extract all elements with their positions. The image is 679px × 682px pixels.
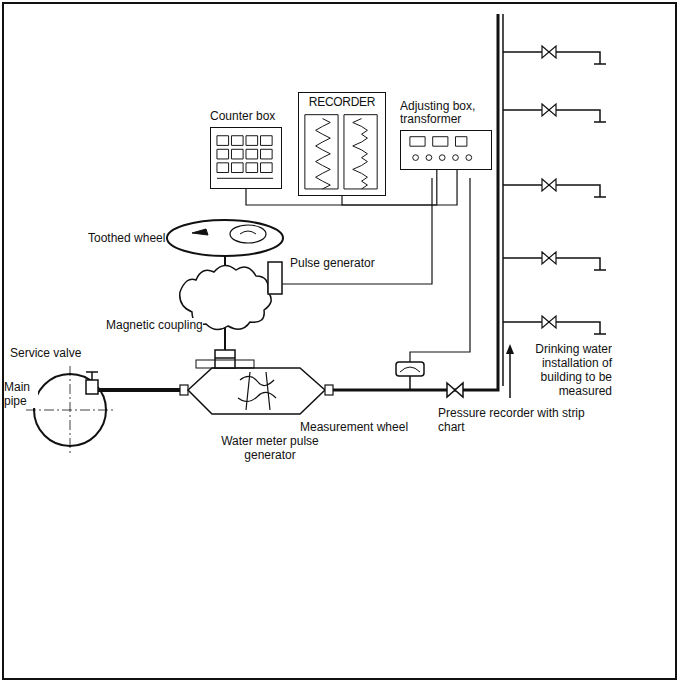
box-detail: [401, 131, 491, 169]
flow-arrow: [506, 344, 514, 398]
part-label: Pulse generator: [290, 256, 375, 270]
box-label: Adjusting box, transformer: [400, 100, 510, 126]
part-label: Drinking water installation of building …: [516, 342, 612, 398]
instrument-box: Counter box: [210, 110, 282, 189]
box-outline: [210, 127, 282, 189]
stop-valve: [447, 383, 463, 397]
branch-valve: [542, 104, 556, 116]
branch-valve: [542, 179, 556, 191]
toothed-wheel: [167, 220, 283, 256]
part-label: Water meter pulse generator: [200, 434, 340, 462]
service-pipe: [98, 388, 182, 392]
box-outline: RECORDER: [298, 92, 386, 196]
part-label: Toothed wheel: [88, 231, 165, 245]
outer-frame: [3, 3, 676, 679]
instrument-box: RECORDER: [298, 92, 386, 196]
box-outline: [400, 130, 492, 170]
part-label: Measurement wheel: [300, 420, 408, 434]
part-label: Service valve: [10, 346, 81, 360]
box-detail: [211, 128, 281, 188]
water-meter: [188, 368, 325, 414]
outlet-pipe: [333, 14, 503, 390]
branch-valve: [542, 252, 556, 264]
part-label: Pressure recorder with strip chart: [438, 406, 610, 434]
instrument-box: Adjusting box, transformer: [400, 100, 510, 170]
magnetic-coupling: [196, 350, 254, 368]
branch-pipes: [503, 46, 606, 334]
part-label: Main pipe: [4, 380, 38, 408]
pressure-recorder: [396, 362, 424, 390]
part-label: Magnetic coupling: [106, 318, 203, 332]
pulse-generator: [268, 262, 282, 294]
box-label: Counter box: [210, 110, 282, 123]
branch-valve: [542, 316, 556, 328]
service-valve: [86, 372, 98, 394]
branch-valve: [542, 46, 556, 58]
box-label: RECORDER: [299, 93, 385, 109]
